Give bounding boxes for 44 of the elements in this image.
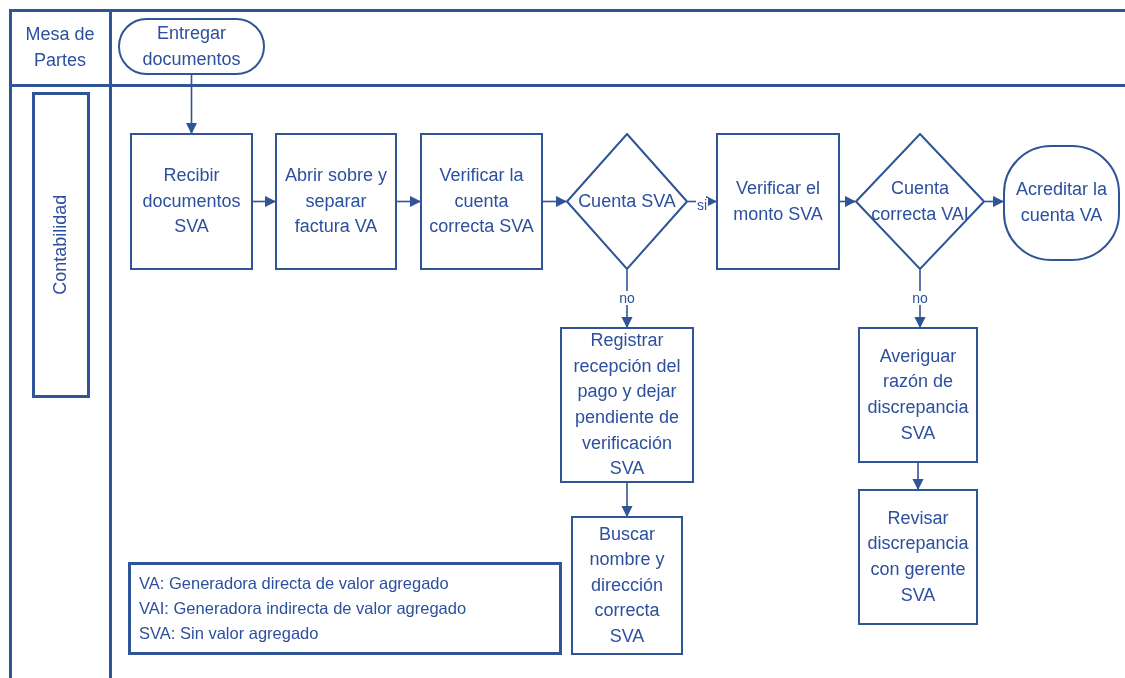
node-text: Cuenta correcta VAI <box>870 176 970 226</box>
node-text: Averiguar razón de discrepancia SVA <box>866 344 970 445</box>
lane-header <box>32 92 90 398</box>
arrow <box>252 195 277 208</box>
process-box <box>571 516 683 655</box>
node-text: Verificar el monto SVA <box>732 176 824 226</box>
node-text: Cuenta SVA <box>578 189 676 213</box>
edge-label: no <box>618 291 636 305</box>
arrow <box>542 195 568 208</box>
process-box <box>560 327 694 483</box>
node-text: Buscar nombre y dirección correcta SVA <box>588 522 666 648</box>
process-box <box>275 133 397 270</box>
decision-diamond <box>855 133 985 270</box>
process-box <box>130 133 253 270</box>
node-text: Mesa de Partes <box>24 22 96 72</box>
node-text: Registrar recepción del pago y dejar pendiente de verificación SVA <box>572 329 682 481</box>
decision-diamond <box>566 133 688 270</box>
node-text: Revisar discrepancia con gerente SVA <box>866 506 970 607</box>
note-text: VA: Generadora directa de valor agregado <box>139 573 450 595</box>
node-text: Verificar la cuenta correcta SVA <box>428 164 535 239</box>
process-box <box>858 489 978 625</box>
process-box <box>858 327 978 463</box>
note-text: SVA: Sin valor agregado <box>139 622 320 644</box>
terminal-shape <box>118 18 265 75</box>
arrow <box>687 195 718 208</box>
arrow <box>914 269 926 329</box>
edge-label: si <box>695 197 709 212</box>
edge-label: no <box>911 291 929 305</box>
lane-title: Contabilidad <box>49 194 72 296</box>
arrow <box>984 195 1005 208</box>
terminal-shape <box>1003 145 1120 261</box>
arrow <box>621 269 633 329</box>
process-box <box>420 133 543 270</box>
arrow <box>185 74 198 135</box>
arrow <box>621 482 633 518</box>
node-text: Acreditar la cuenta VA <box>1014 178 1108 227</box>
node-text: Entregar documentos <box>141 21 242 71</box>
arrow <box>839 195 857 208</box>
arrow <box>396 195 422 208</box>
node-text: Abrir sobre y separar factura VA <box>283 164 388 239</box>
note-text: VAI: Generadora indirecta de valor agregado <box>139 598 468 620</box>
node-text: Recibir documentos SVA <box>141 164 242 239</box>
arrow <box>912 462 924 491</box>
process-box <box>716 133 840 270</box>
